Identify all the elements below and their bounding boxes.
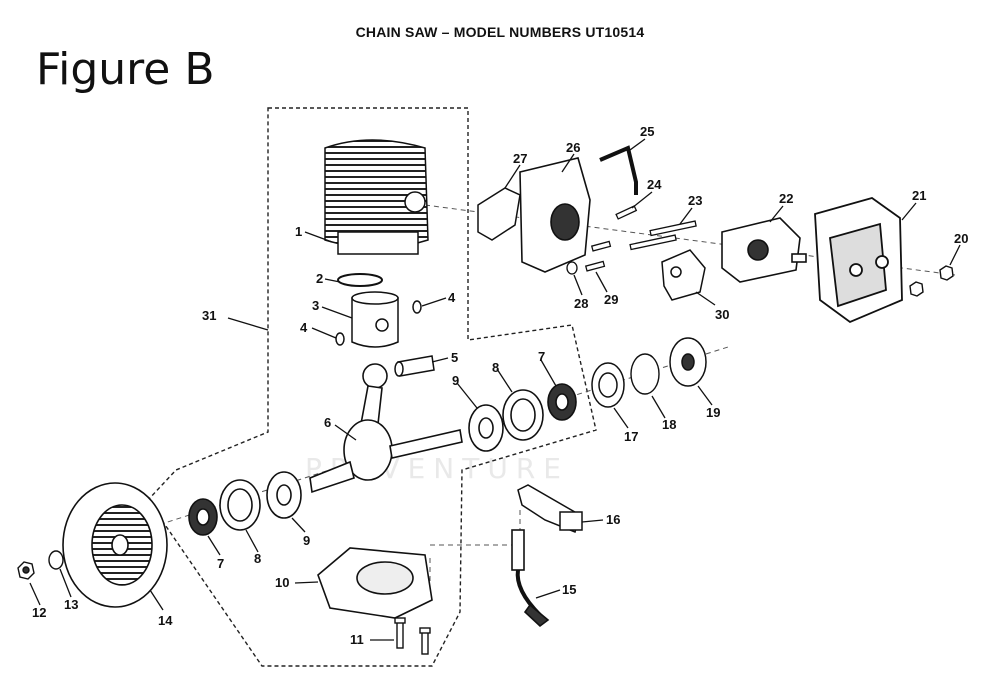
clip-part [412,300,422,314]
washer-part [48,550,64,570]
bracket-part [661,249,706,301]
callout-10: 10 [275,575,289,590]
callout-5: 5 [451,350,458,365]
carburetor-part [721,217,807,283]
callout-9a: 9 [452,373,459,388]
callout-11: 11 [350,632,364,647]
callout-7b: 7 [217,556,224,571]
crankshaft-part [309,363,463,494]
callout-2: 2 [316,271,323,286]
callout-28: 28 [574,296,588,311]
air-filter-plate-part [814,197,903,324]
throttle-part [517,484,583,534]
cylinder-part [324,139,429,255]
screw-part [590,240,612,252]
callout-15: 15 [562,582,576,597]
intake-manifold-part [519,157,591,273]
screw-part [615,205,638,220]
callout-8b: 8 [254,551,261,566]
callout-20: 20 [954,231,968,246]
callout-18: 18 [662,417,676,432]
callout-19: 19 [706,405,720,420]
assembly-outline [147,107,597,667]
callout-29: 29 [604,292,618,307]
crankcase-part [317,547,433,619]
callout-24: 24 [647,177,662,192]
figure-label: Figure B [36,44,215,95]
callout-8a: 8 [492,360,499,375]
flywheel-part [62,482,168,608]
oil-line-part [511,529,550,628]
callout-25: 25 [640,124,654,139]
callout-9b: 9 [303,533,310,548]
clutch-drum-part [591,362,625,408]
callout-12: 12 [32,605,46,620]
callout-17: 17 [624,429,638,444]
stud-part [629,234,677,251]
piston-ring-part [337,273,383,287]
callout-3: 3 [312,298,319,313]
washer-part [566,261,578,275]
nut-part [17,561,35,580]
clutch-part [669,337,707,387]
callout-23: 23 [688,193,702,208]
screw-part [584,260,606,272]
piston-pin-part [394,355,435,377]
callout-22: 22 [779,191,793,206]
callout-4a: 4 [448,290,456,305]
callout-7a: 7 [538,349,545,364]
washer-part [630,353,660,395]
callout-13: 13 [64,597,78,612]
screw-part [394,617,431,655]
oil-seal-part [188,383,577,536]
nut-part [909,281,924,297]
callout-labels: 1 2 3 4 4 5 6 7 7 8 8 9 9 10 11 12 13 14… [32,124,968,647]
nut-part [939,265,954,281]
callout-31: 31 [202,308,216,323]
callout-1: 1 [295,224,302,239]
callout-27: 27 [513,151,527,166]
stud-part [649,220,697,237]
wrench-part [599,145,638,195]
piston-part [351,291,399,348]
callout-16: 16 [606,512,620,527]
callout-26: 26 [566,140,580,155]
callout-6: 6 [324,415,331,430]
seal-part [219,389,544,531]
bearing-part [266,404,504,519]
callout-21: 21 [912,188,926,203]
callout-14: 14 [158,613,173,628]
diagram-title: CHAIN SAW – MODEL NUMBERS UT10514 [355,24,645,40]
leader-lines [29,138,961,641]
clip-part [335,332,345,346]
callout-30: 30 [715,307,729,322]
gasket-part [477,187,521,241]
callout-4b: 4 [300,320,308,335]
